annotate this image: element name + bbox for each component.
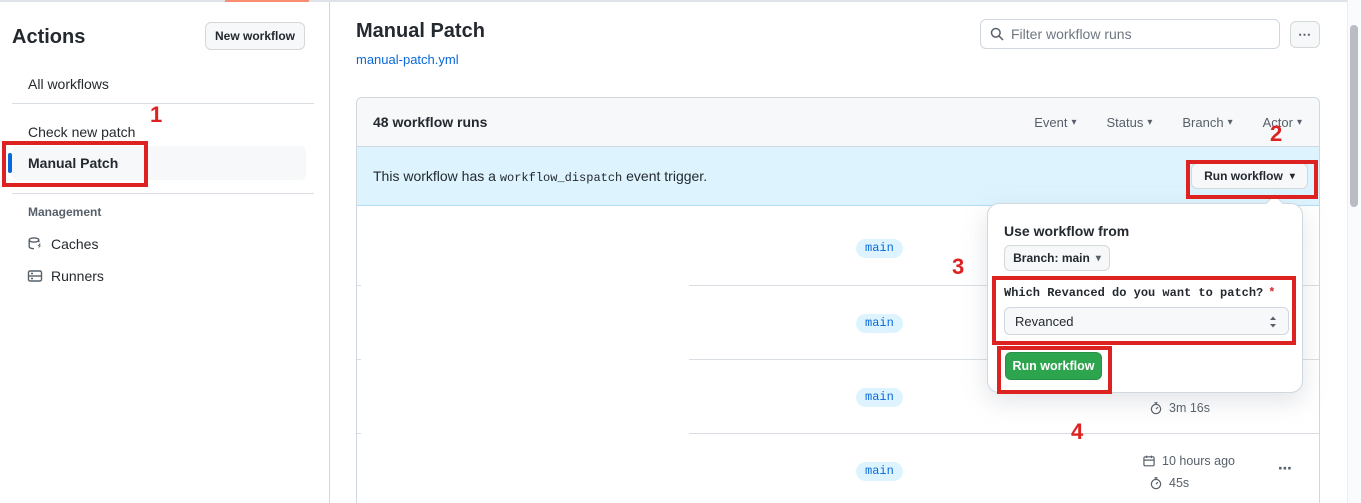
run-workflow-dialog: Use workflow from Branch: main ▾ Which R… <box>987 203 1303 393</box>
runners-server-icon <box>27 268 43 284</box>
sidebar-item-caches[interactable]: Caches <box>27 236 98 252</box>
duration-text: 45s <box>1169 476 1190 490</box>
new-workflow-button[interactable]: New workflow <box>205 22 305 50</box>
filter-event[interactable]: Event ▾ <box>1034 115 1076 130</box>
caret-down-icon: ▾ <box>1296 116 1302 128</box>
filter-branch[interactable]: Branch ▾ <box>1182 115 1232 130</box>
dialog-title: Use workflow from <box>1004 223 1130 239</box>
runs-filters: Event ▾ Status ▾ Branch ▾ Actor ▾ <box>1034 98 1302 146</box>
actions-sidebar: Actions New workflow All workflows Check… <box>0 2 330 503</box>
run-duration: 3m 16s <box>1149 401 1210 415</box>
caret-down-icon: ▾ <box>1289 170 1295 182</box>
workflow-run-row[interactable]: main <box>357 206 1319 285</box>
sidebar-item-all-workflows[interactable]: All workflows <box>28 76 109 92</box>
banner-text-before: This workflow has a <box>373 168 496 184</box>
branch-badge[interactable]: main <box>856 462 903 481</box>
row-kebab-icon[interactable]: ⋯ <box>1278 460 1294 476</box>
sidebar-item-runners[interactable]: Runners <box>27 268 104 284</box>
cache-database-icon <box>27 236 43 252</box>
filter-label: Event <box>1034 114 1068 130</box>
run-duration: 45s <box>1149 476 1189 490</box>
run-workflow-dropdown-button[interactable]: Run workflow ▾ <box>1191 163 1308 189</box>
page-title: Manual Patch <box>356 20 485 42</box>
workflow-file-link[interactable]: manual-patch.yml <box>356 52 459 67</box>
management-section-label: Management <box>28 205 102 219</box>
stopwatch-icon <box>1149 476 1163 490</box>
caret-down-icon: ▾ <box>1095 252 1101 264</box>
workflow-input-label: Which Revanced do you want to patch? * <box>1004 286 1275 300</box>
search-icon <box>989 26 1005 47</box>
calendar-icon <box>1142 454 1156 468</box>
branch-badge[interactable]: main <box>856 388 903 407</box>
banner-text-after: event trigger. <box>626 168 708 184</box>
caret-down-icon: ▾ <box>1071 116 1077 128</box>
workflow-run-row[interactable]: main 3m 16s <box>357 359 1319 433</box>
filter-workflow-runs-input[interactable] <box>980 19 1280 49</box>
top-edge-line <box>0 0 1361 2</box>
selected-accent-bar <box>8 153 12 173</box>
filter-label: Actor <box>1262 114 1293 130</box>
button-label: Run workflow <box>1204 169 1283 183</box>
run-date: 10 hours ago <box>1142 454 1235 468</box>
runs-count: 48 workflow runs <box>373 114 488 130</box>
button-label: Branch: main <box>1013 251 1090 265</box>
duration-text: 3m 16s <box>1169 401 1210 415</box>
sidebar-item-check-new-patch[interactable]: Check new patch <box>28 124 136 140</box>
filter-actor[interactable]: Actor ▾ <box>1263 115 1302 130</box>
select-value: Revanced <box>1015 313 1074 329</box>
banner-code: workflow_dispatch <box>499 171 623 185</box>
sidebar-divider <box>12 103 314 104</box>
caret-down-icon: ▾ <box>1227 116 1233 128</box>
sidebar-item-label: Caches <box>51 236 99 252</box>
branch-badge[interactable]: main <box>856 239 903 258</box>
filter-label: Branch <box>1182 114 1224 130</box>
workflow-dispatch-banner: This workflow has a workflow_dispatch ev… <box>357 147 1319 206</box>
runs-table-header: 48 workflow runs Event ▾ Status ▾ Branch… <box>357 98 1319 147</box>
sidebar-divider <box>12 193 314 194</box>
date-text: 10 hours ago <box>1162 454 1235 468</box>
filter-status[interactable]: Status ▾ <box>1107 115 1153 130</box>
more-options-button[interactable]: ⋯ <box>1290 21 1320 48</box>
caret-down-icon: ▾ <box>1147 116 1153 128</box>
top-orange-segment <box>225 0 309 3</box>
revanced-select[interactable]: Revanced <box>1004 307 1289 335</box>
label-text: Which Revanced do you want to patch? <box>1004 286 1264 300</box>
redacted-area <box>361 207 689 503</box>
sidebar-item-manual-patch[interactable]: Manual Patch <box>12 146 306 180</box>
sidebar-item-label: Runners <box>51 268 104 284</box>
workflow-run-row[interactable]: main <box>357 285 1319 359</box>
sidebar-item-label: Manual Patch <box>28 155 119 171</box>
filter-field-wrap <box>980 19 1280 49</box>
branch-badge[interactable]: main <box>856 314 903 333</box>
branch-select-button[interactable]: Branch: main ▾ <box>1004 245 1110 271</box>
filter-label: Status <box>1106 114 1144 130</box>
up-down-arrows-icon <box>1267 314 1279 333</box>
sidebar-title: Actions <box>12 26 86 48</box>
kebab-icon: ⋯ <box>1298 26 1312 42</box>
required-asterisk: * <box>1268 286 1276 300</box>
run-workflow-submit-button[interactable]: Run workflow <box>1005 352 1102 380</box>
stopwatch-icon <box>1149 401 1163 415</box>
workflow-run-row[interactable]: main 10 hours ago 45s ⋯ <box>357 433 1319 503</box>
scrollbar-thumb[interactable] <box>1350 25 1358 207</box>
banner-text: This workflow has a workflow_dispatch ev… <box>373 147 707 207</box>
